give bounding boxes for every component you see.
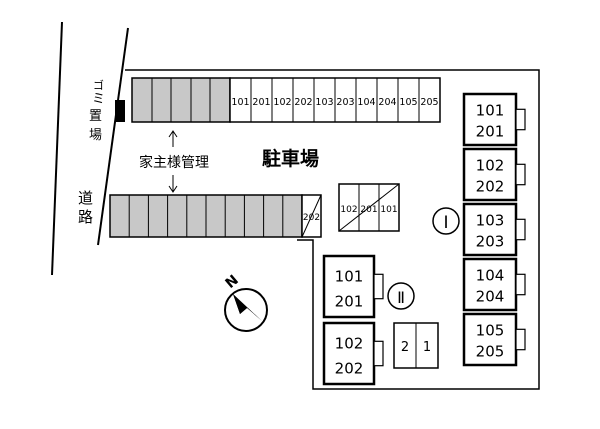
garbage-label-char-3: 置 bbox=[89, 109, 102, 124]
parking-row-second: 202 bbox=[109, 194, 322, 238]
compass-icon: N bbox=[223, 272, 268, 332]
unit-box bbox=[322, 321, 376, 386]
space-number: 105 bbox=[399, 97, 417, 108]
arrow-down-icon bbox=[168, 185, 178, 193]
balcony bbox=[515, 108, 526, 131]
unit-number-lower: 202 bbox=[476, 177, 505, 195]
space-number: 102 bbox=[340, 205, 357, 215]
site-boundary bbox=[125, 69, 540, 390]
owner-managed-label: 家主様管理 bbox=[139, 154, 209, 171]
compass-needle-side bbox=[233, 294, 247, 314]
building-one-mark-circle bbox=[432, 207, 460, 235]
unit-number-lower: 202 bbox=[335, 360, 364, 378]
building-two-units: 101 201 102 202 bbox=[322, 254, 384, 386]
space-number: 202 bbox=[303, 213, 320, 223]
unit-number-lower: 205 bbox=[476, 342, 505, 360]
road-label-char-2: 路 bbox=[78, 208, 93, 226]
balcony bbox=[515, 273, 526, 296]
space-number: 101 bbox=[231, 97, 249, 108]
unit-box bbox=[462, 312, 518, 367]
space-diagonal bbox=[338, 183, 400, 232]
building-two: 101 201 102 202 Ⅱ bbox=[322, 254, 415, 386]
space-number: 202 bbox=[294, 97, 312, 108]
garbage-label-char-2: ミ bbox=[92, 92, 105, 107]
space-number: 205 bbox=[420, 97, 438, 108]
garbage-label-char-4: 場 bbox=[89, 128, 102, 143]
bicycle-spaces: 2 1 bbox=[393, 322, 439, 369]
unit-number-lower: 201 bbox=[335, 293, 364, 311]
owner-spaces-top bbox=[131, 77, 231, 123]
compass-needle bbox=[233, 294, 262, 321]
space-number: 101 bbox=[380, 205, 397, 215]
balcony bbox=[515, 328, 526, 351]
space-number: 103 bbox=[315, 97, 333, 108]
unit-box bbox=[322, 254, 376, 319]
bicycle-space-number: 2 bbox=[401, 340, 409, 355]
compass-ring bbox=[224, 288, 268, 332]
balcony bbox=[373, 273, 384, 300]
building-two-mark: Ⅱ bbox=[397, 288, 405, 307]
building-one-mark: Ⅰ bbox=[443, 213, 448, 233]
owner-managed-annotation: 家主様管理 bbox=[139, 130, 209, 193]
space-diagonal bbox=[301, 194, 322, 238]
unit-box bbox=[462, 147, 518, 202]
bicycle-space-number: 1 bbox=[423, 340, 431, 355]
space-number: 204 bbox=[378, 97, 396, 108]
unit-number-upper: 101 bbox=[335, 268, 364, 286]
space-number: 203 bbox=[336, 97, 354, 108]
balcony bbox=[373, 340, 384, 367]
balcony bbox=[515, 163, 526, 186]
unit-number-upper: 102 bbox=[335, 335, 364, 353]
space-number: 104 bbox=[357, 97, 375, 108]
unit-number-upper: 103 bbox=[476, 211, 505, 229]
unit-number-lower: 201 bbox=[476, 122, 505, 140]
space-number: 102 bbox=[273, 97, 291, 108]
road-label-char-1: 道 bbox=[78, 189, 93, 207]
arrow-up-icon bbox=[168, 130, 178, 138]
road: 道 路 bbox=[51, 21, 129, 276]
unit-box bbox=[462, 202, 518, 257]
garbage-station: ゴ ミ 置 場 bbox=[89, 78, 125, 143]
building-one-units: 101 201 102 202 103 203 104 204 105 205 bbox=[462, 92, 526, 367]
unit-number-lower: 204 bbox=[476, 287, 505, 305]
garbage-label-char-1: ゴ bbox=[93, 78, 104, 92]
unit-number-lower: 203 bbox=[476, 232, 505, 250]
parking-lot-label: 駐車場 bbox=[262, 147, 319, 170]
building-two-mark-circle bbox=[387, 282, 415, 310]
unit-number-upper: 101 bbox=[476, 101, 505, 119]
small-parking-block: 102 201 101 bbox=[338, 183, 400, 232]
building-one: 101 201 102 202 103 203 104 204 105 205 Ⅰ bbox=[432, 92, 526, 367]
unit-number-upper: 104 bbox=[476, 266, 505, 284]
garbage-box-icon bbox=[115, 100, 125, 122]
unit-number-upper: 105 bbox=[476, 321, 505, 339]
second-row-dividers bbox=[128, 195, 284, 237]
road-edge-left bbox=[51, 21, 63, 276]
space-number: 201 bbox=[252, 97, 270, 108]
balcony bbox=[515, 218, 526, 241]
unit-number-upper: 102 bbox=[476, 156, 505, 174]
compass-north-letter: N bbox=[223, 272, 242, 292]
road-edge-right bbox=[97, 27, 129, 246]
space-number: 201 bbox=[360, 205, 377, 215]
